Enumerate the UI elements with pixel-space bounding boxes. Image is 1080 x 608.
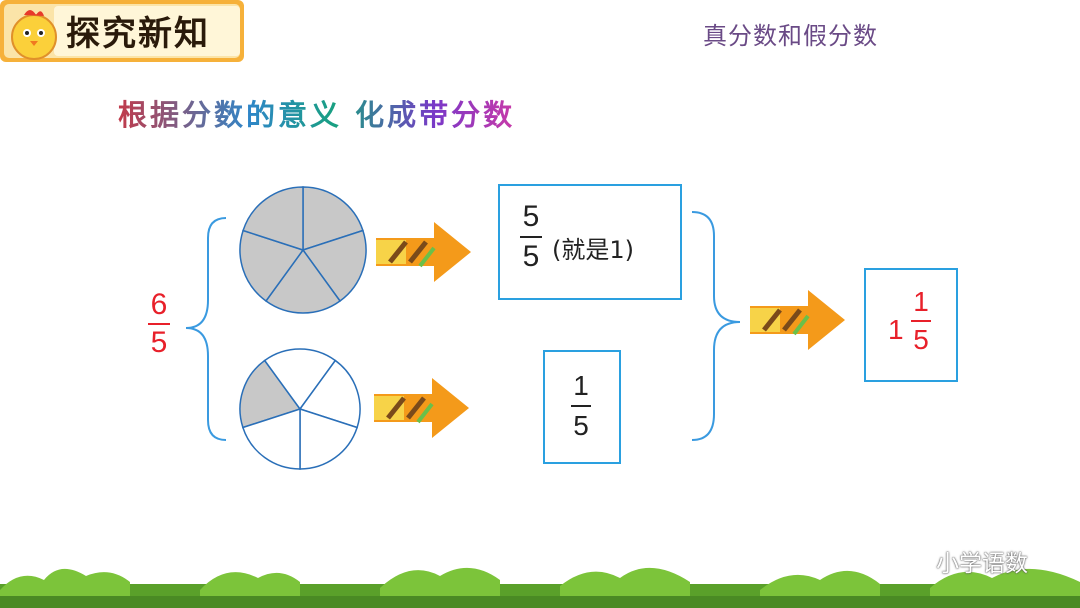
bottom-denominator: 5 [573,412,589,440]
instruction-heading: 根据分数的意义 化成带分数 [118,92,515,134]
left-brace [186,218,226,440]
result-numerator: 1 [913,288,929,316]
fraction-bar [911,320,931,322]
bottom-fraction: 1 5 [571,372,591,440]
arrow-bottom-icon [374,378,469,438]
bottom-numerator: 1 [573,372,589,400]
fraction-bar [571,405,591,407]
result-fraction: 1 5 [911,288,931,354]
section-title: 探究新知 [66,6,210,55]
top-fraction-note: (就是1) [552,230,634,265]
source-fraction: 6 5 [148,290,170,358]
source-denominator: 5 [151,328,168,358]
arrow-top-icon [376,222,471,282]
grass-footer [0,568,1080,608]
top-denominator: 5 [523,242,540,272]
top-fraction: 5 5 [520,202,542,272]
result-whole: 1 [888,314,904,346]
pie-top [240,187,366,313]
lesson-topic: 真分数和假分数 [703,16,878,51]
fraction-bar [148,323,170,325]
right-brace [692,212,740,440]
arrow-result-icon [750,290,845,350]
top-numerator: 5 [523,202,540,232]
wechat-logo-icon [902,548,934,574]
result-denominator: 5 [913,326,929,354]
source-numerator: 6 [151,290,168,320]
pie-bottom [240,349,360,469]
watermark: 小学语数 [936,544,1028,578]
fraction-bar [520,236,542,238]
